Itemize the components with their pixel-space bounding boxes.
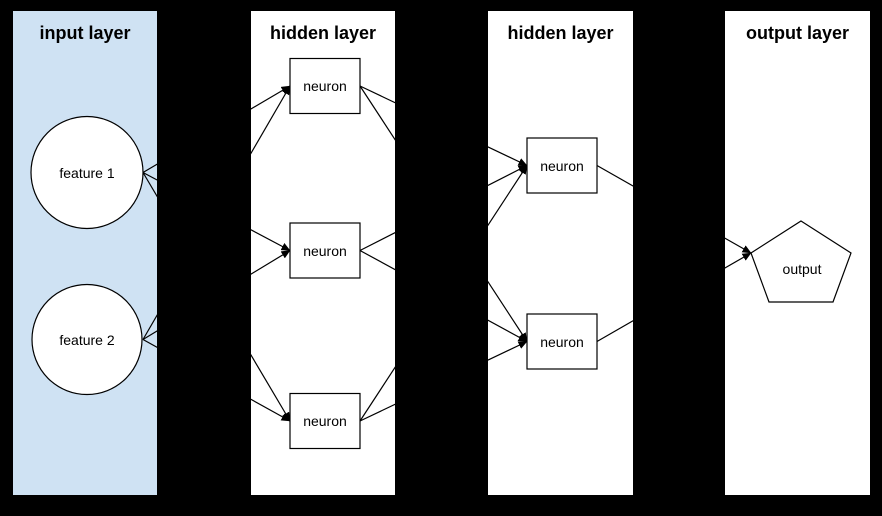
hidden1-neuron-1-label: neuron [303,78,347,94]
output-layer-panel: output layer [725,11,870,495]
feature-2-label: feature 2 [59,332,115,348]
hidden2-neuron-2-label: neuron [540,334,584,350]
output-layer-title: output layer [745,23,849,43]
input-layer-title: input layer [39,23,131,43]
feature-1-label: feature 1 [59,165,115,181]
hidden2-neuron-1-label: neuron [540,158,584,174]
hidden-layer-2-panel: hidden layer [488,11,633,495]
hidden1-neuron-2-label: neuron [303,243,347,259]
hidden-layer-1-title: hidden layer [269,23,377,43]
edges-group [142,85,752,422]
hidden1-neuron-3-label: neuron [303,413,347,429]
input-layer-panel: input layer [13,11,157,495]
output-label: output [782,261,822,277]
hidden-layer-2-title: hidden layer [507,23,614,43]
